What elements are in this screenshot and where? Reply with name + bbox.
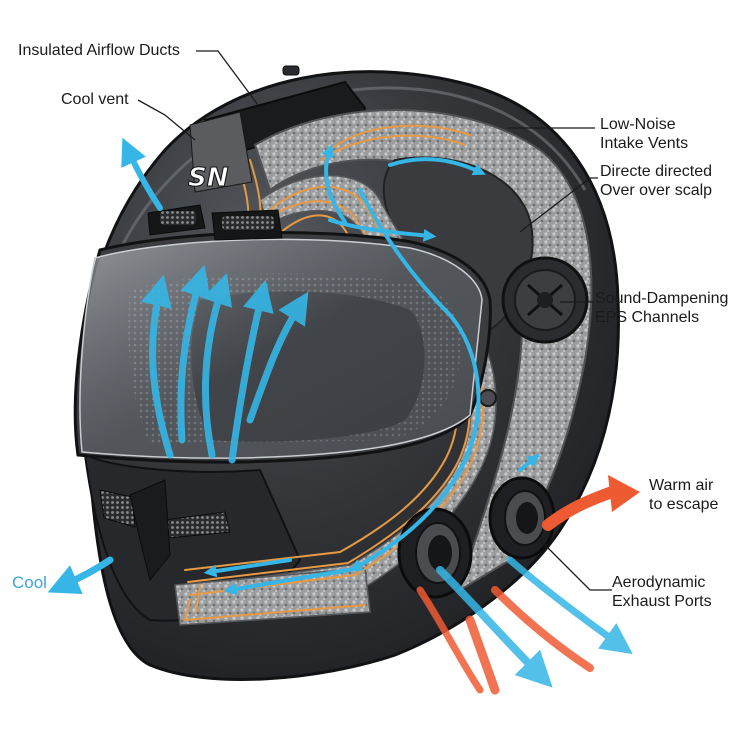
ear-cup [501,256,589,344]
forehead-vents [147,204,283,241]
label-directed-over-scalp: Directe directed Over over scalp [600,162,712,200]
exhaust-ports [397,476,556,599]
cool-air-arrow-icon [228,279,274,464]
mesh-vent-icon [160,211,196,225]
cool-air-arrow-icon [47,556,114,594]
chin-vents [99,479,231,582]
label-warm-air-escape: Warm air to escape [649,476,718,514]
warm-air-arrow-icon [542,475,640,531]
label-text-line1: Warm air [649,477,714,494]
visor-pivot [479,389,497,407]
label-cool-vent: Cool vent [61,90,129,109]
cool-vent [189,111,253,193]
mesh-vent-icon [222,216,274,230]
label-text-line1: Aerodynamic [612,574,706,591]
label-text-line2: Over over scalp [600,182,713,199]
cool-air-arrow-icon [201,273,233,459]
label-text-line1: Directe directed [600,163,713,180]
visor [73,231,497,464]
exhaust-port-icon [488,476,556,560]
cool-air-arrow-icon [141,274,174,459]
cool-air-arrow-icon [177,264,211,444]
visor-cool-air-arrows [141,264,309,464]
label-text-line1: Low-Noise [600,116,676,133]
cool-air-arrow-icon [246,291,309,424]
brand-logo: SN [188,163,229,193]
label-text: Insulated Airflow Ducts [18,42,180,59]
label-sound-dampening-eps: Sound-Dampening EPS Channels [595,289,728,327]
label-text: Cool vent [61,91,129,108]
cool-air-flow-internal [203,144,540,596]
label-text-line2: EPS Channels [595,309,700,326]
label-text-line2: to escape [649,496,719,513]
label-text-line1: Sound-Dampening [595,290,729,307]
leader-lines [137,50,612,591]
exhaust-port-icon [397,507,473,599]
cool-air-arrow-icon [121,137,163,211]
label-insulated-airflow-ducts: Insulated Airflow Ducts [18,41,180,60]
label-text-line2: Intake Vents [600,135,689,152]
label-text: Cool [12,573,47,592]
label-low-noise-intake-vents: Low-Noise Intake Vents [600,115,688,153]
label-text-line2: Exhaust Ports [612,593,712,610]
label-aerodynamic-exhaust-ports: Aerodynamic Exhaust Ports [612,573,712,611]
exhaust-plumes [416,556,633,695]
label-cool-out: Cool [12,573,47,592]
